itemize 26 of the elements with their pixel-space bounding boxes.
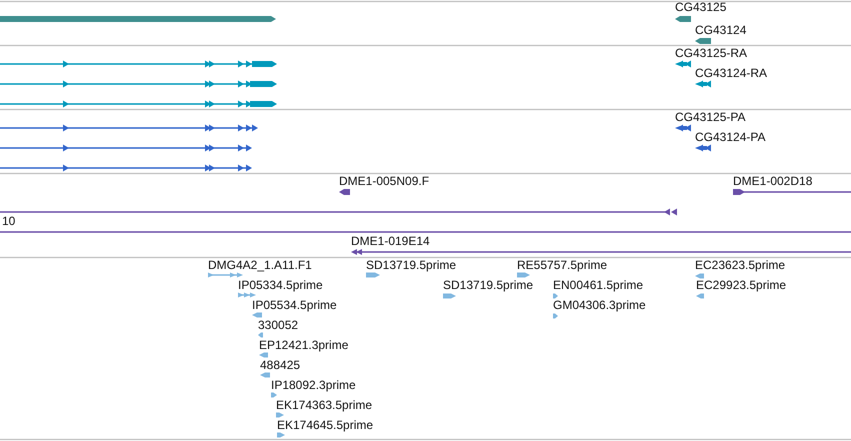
feature-label: 330052 — [258, 318, 298, 332]
feature-label: EC23623.5prime — [695, 258, 786, 272]
feature-label: CG43124 — [695, 23, 746, 37]
feature-label: SD13719.5prime — [366, 258, 456, 272]
feature-label: DME1-019E14 — [351, 234, 430, 248]
feature-label: DME1-005N09.F — [339, 174, 430, 188]
feature-label: EK174645.5prime — [277, 418, 374, 432]
feature-label: CG43124-RA — [695, 66, 768, 80]
feature-label: EP12421.3prime — [259, 338, 348, 352]
feature-label: IP05534.5prime — [252, 298, 337, 312]
feature-label: EC29923.5prime — [696, 278, 786, 292]
feature-label: EN00461.5prime — [553, 278, 644, 292]
feature-label: GM04306.3prime — [553, 298, 646, 312]
feature-label: RE55757.5prime — [517, 258, 608, 272]
feature-label: DME1-002D18 — [733, 174, 812, 188]
feature-label: 10 — [2, 214, 16, 228]
feature-label: DMG4A2_1.A11.F1 — [208, 258, 312, 272]
feature-label: SD13719.5prime — [443, 278, 534, 292]
feature-label: CG43125-RA — [675, 46, 748, 60]
feature-label: EK174363.5prime — [276, 398, 372, 412]
feature-label: CG43125 — [675, 0, 726, 14]
feature-label: CG43125-PA — [675, 110, 746, 124]
feature-label: CG43124-PA — [695, 130, 766, 144]
feature-label: IP18092.3prime — [271, 378, 356, 392]
feature-label: 488425 — [260, 358, 300, 372]
feature-label: IP05334.5prime — [238, 278, 323, 292]
